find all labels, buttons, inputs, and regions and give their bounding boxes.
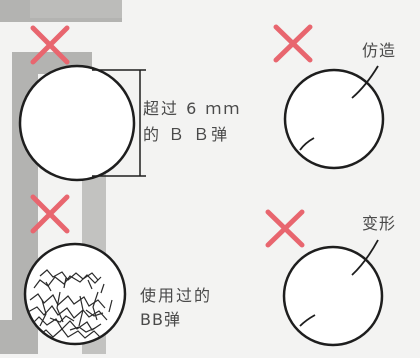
- deformed-label: 变形: [362, 214, 397, 233]
- oversize-label-line-1: 超过 6 ｍｍ: [143, 99, 242, 118]
- panel-oversize: [18, 25, 146, 182]
- panel-used: [23, 194, 127, 346]
- leader-line: [351, 239, 379, 276]
- cross-icon: [265, 209, 305, 248]
- leader-line: [351, 65, 379, 99]
- used-label-line-1: 使用过的: [140, 286, 213, 305]
- oversize-pellet: [18, 64, 136, 182]
- deformed-pellet: [282, 245, 384, 347]
- imitation-label: 仿造: [362, 41, 397, 60]
- cross-icon: [273, 24, 313, 63]
- imitation-pellet: [283, 68, 385, 170]
- used-pellet: [23, 242, 127, 346]
- crack-mark: [299, 137, 315, 151]
- panel-imitation: [273, 24, 385, 170]
- scratch-texture: [27, 269, 113, 339]
- oversize-label-line-2: 的 Ｂ Ｂ弹: [143, 125, 230, 144]
- cross-icon: [30, 194, 70, 234]
- cross-icon: [30, 25, 70, 65]
- used-label-line-2: BB弹: [140, 310, 181, 329]
- panel-deformed: [265, 209, 384, 347]
- crack-mark: [299, 314, 316, 327]
